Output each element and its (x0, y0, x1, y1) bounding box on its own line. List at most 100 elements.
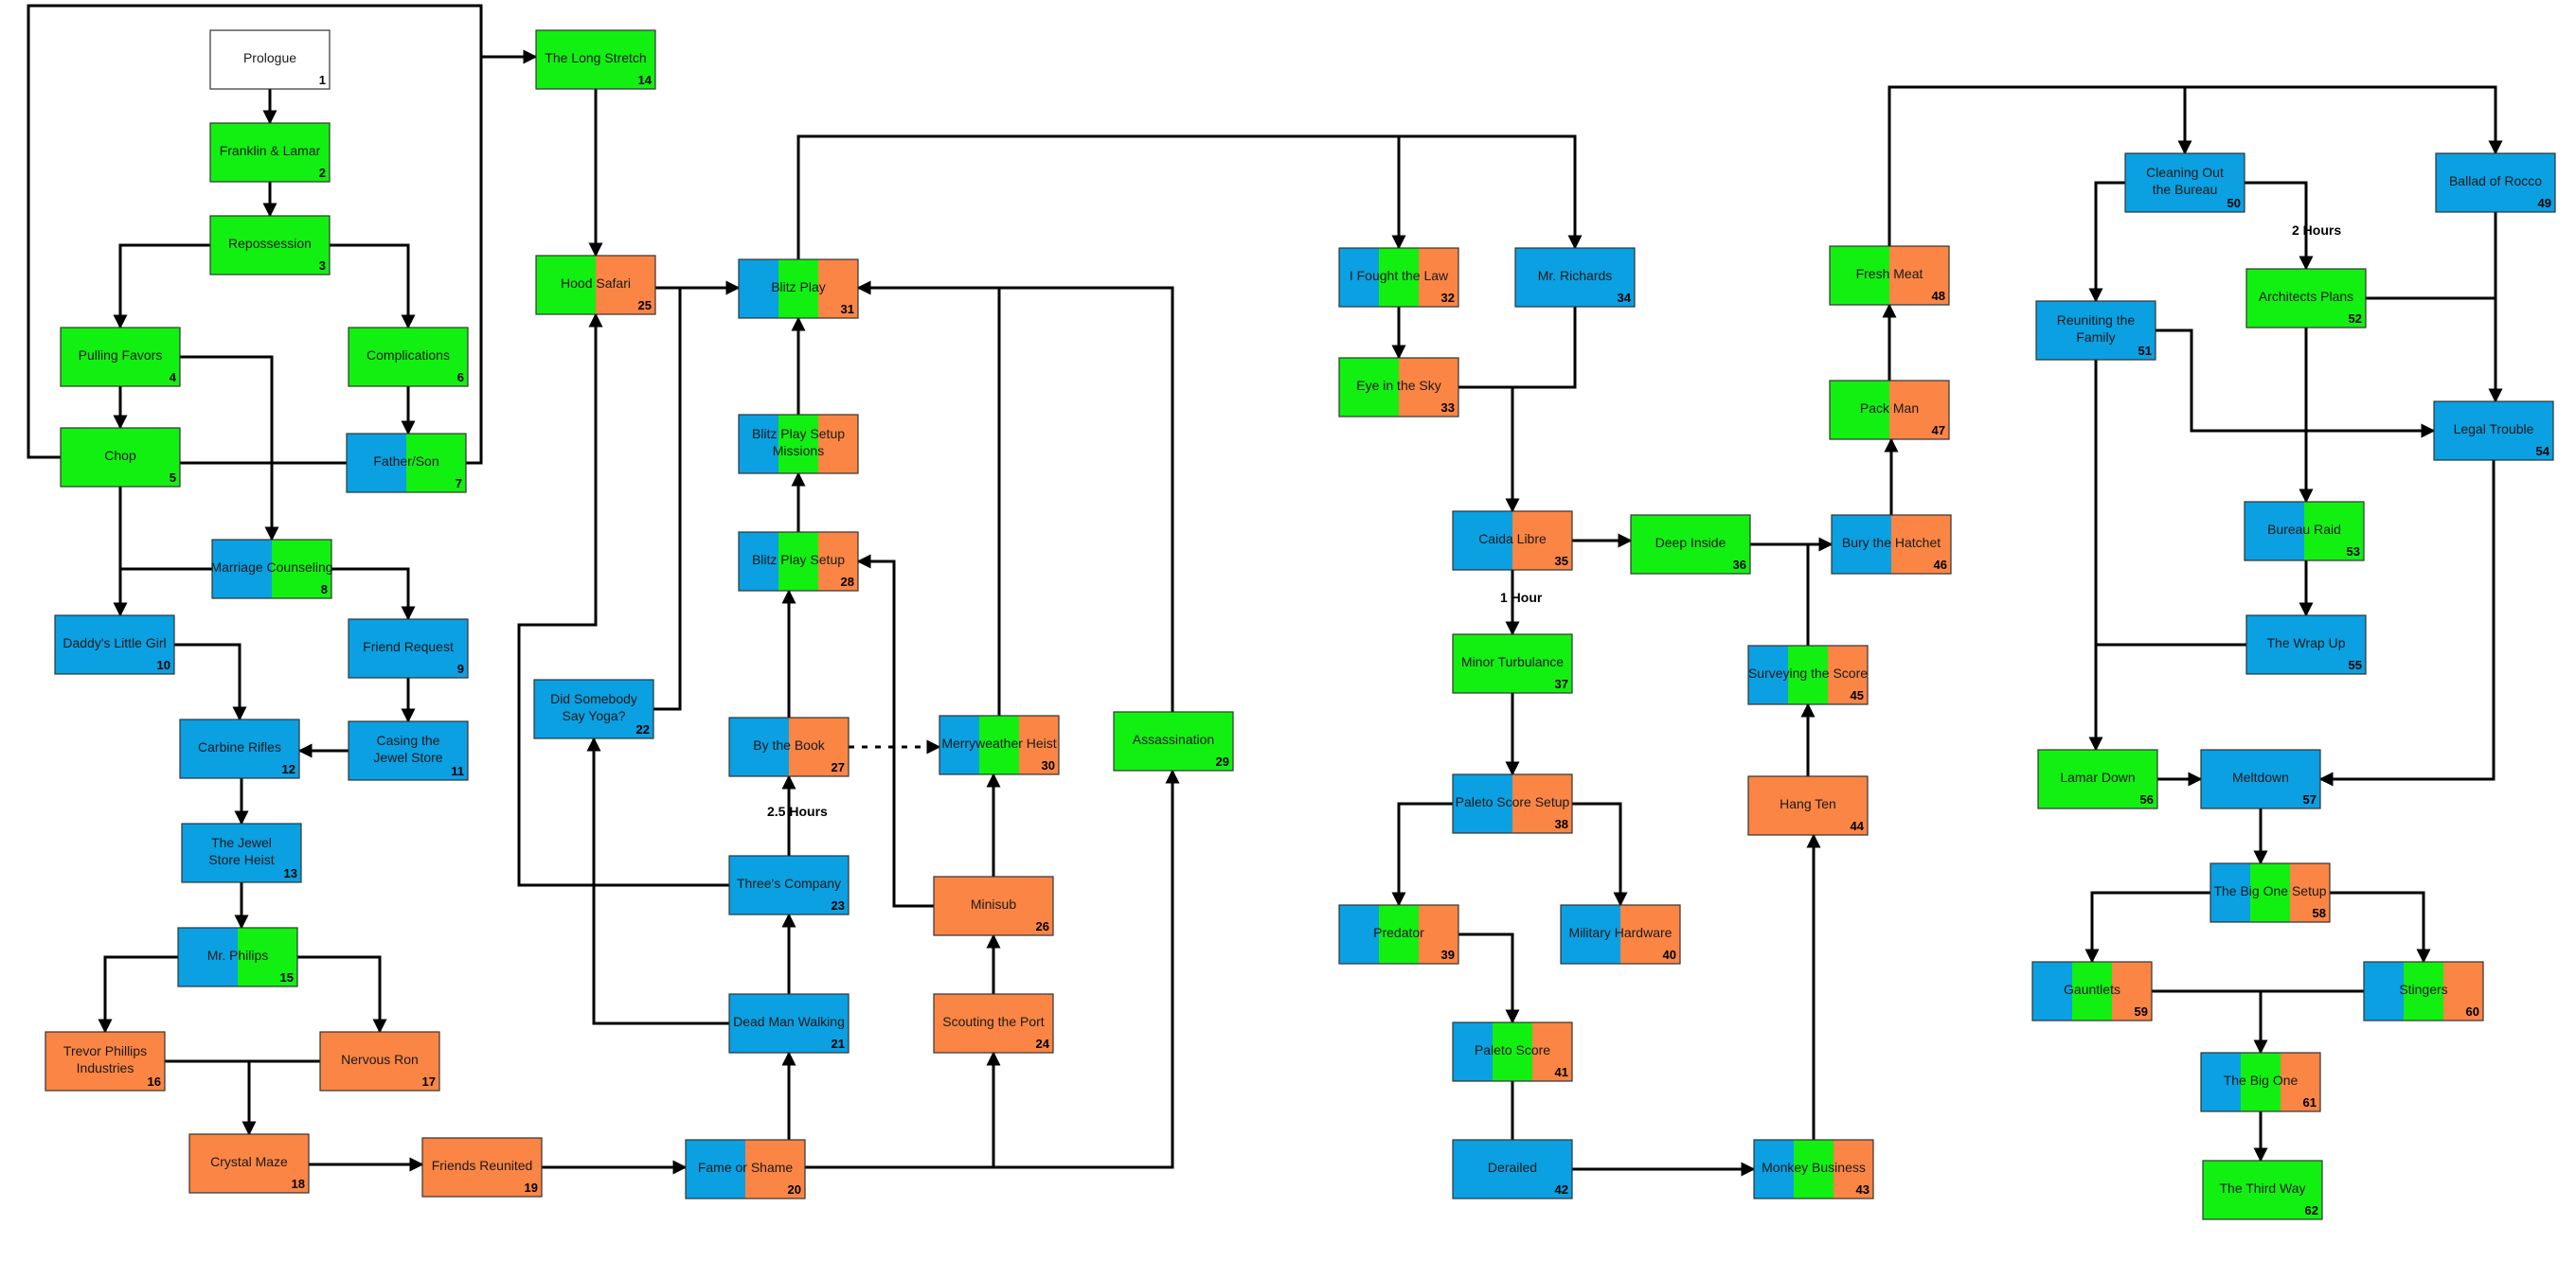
mission-title: Cleaning Out (2146, 165, 2224, 180)
mission-title: I Fought the Law (1350, 268, 1449, 283)
mission-title: Scouting the Port (942, 1014, 1045, 1029)
mission-title: The Wrap Up (2267, 635, 2346, 650)
connector (1572, 802, 1628, 907)
mission-title: Merryweather Heist (941, 736, 1056, 751)
node-color-band (1419, 248, 1458, 307)
node-color-band (818, 532, 858, 591)
mission-title: the Bureau (2153, 182, 2218, 197)
node-color-band (2290, 863, 2330, 922)
node-border (933, 876, 1054, 936)
mission-title: Bureau Raid (2267, 522, 2341, 537)
mission-number: 2 (319, 166, 326, 180)
node-color-band (1453, 634, 1572, 693)
connector (586, 737, 729, 1025)
mission-number: 9 (457, 662, 464, 676)
node-border (728, 993, 850, 1054)
connector (1806, 542, 1832, 646)
mission-number: 27 (832, 760, 845, 774)
node-border (1113, 711, 1234, 772)
mission-title: Minor Turbulance (1461, 654, 1564, 669)
node-color-band (1828, 646, 1868, 704)
node-color-band (2304, 502, 2364, 560)
node-color-band (729, 856, 849, 915)
mission-node-30[interactable]: Merryweather Heist 30 (939, 715, 1060, 775)
mission-number: 30 (1042, 758, 1055, 773)
connector (796, 134, 1406, 259)
node-border (738, 258, 859, 319)
connector-lines (27, 4, 2503, 1177)
mission-number: 1 (319, 73, 326, 87)
node-border (2200, 749, 2321, 809)
mission-number: 60 (2466, 1004, 2479, 1019)
node-border (2435, 152, 2556, 213)
mission-title: Surveying the Score (1748, 666, 1868, 681)
node-color-band (739, 415, 779, 473)
node-color-band (939, 716, 980, 774)
mission-title: Store Heist (208, 852, 274, 867)
mission-number: 58 (2313, 906, 2326, 920)
